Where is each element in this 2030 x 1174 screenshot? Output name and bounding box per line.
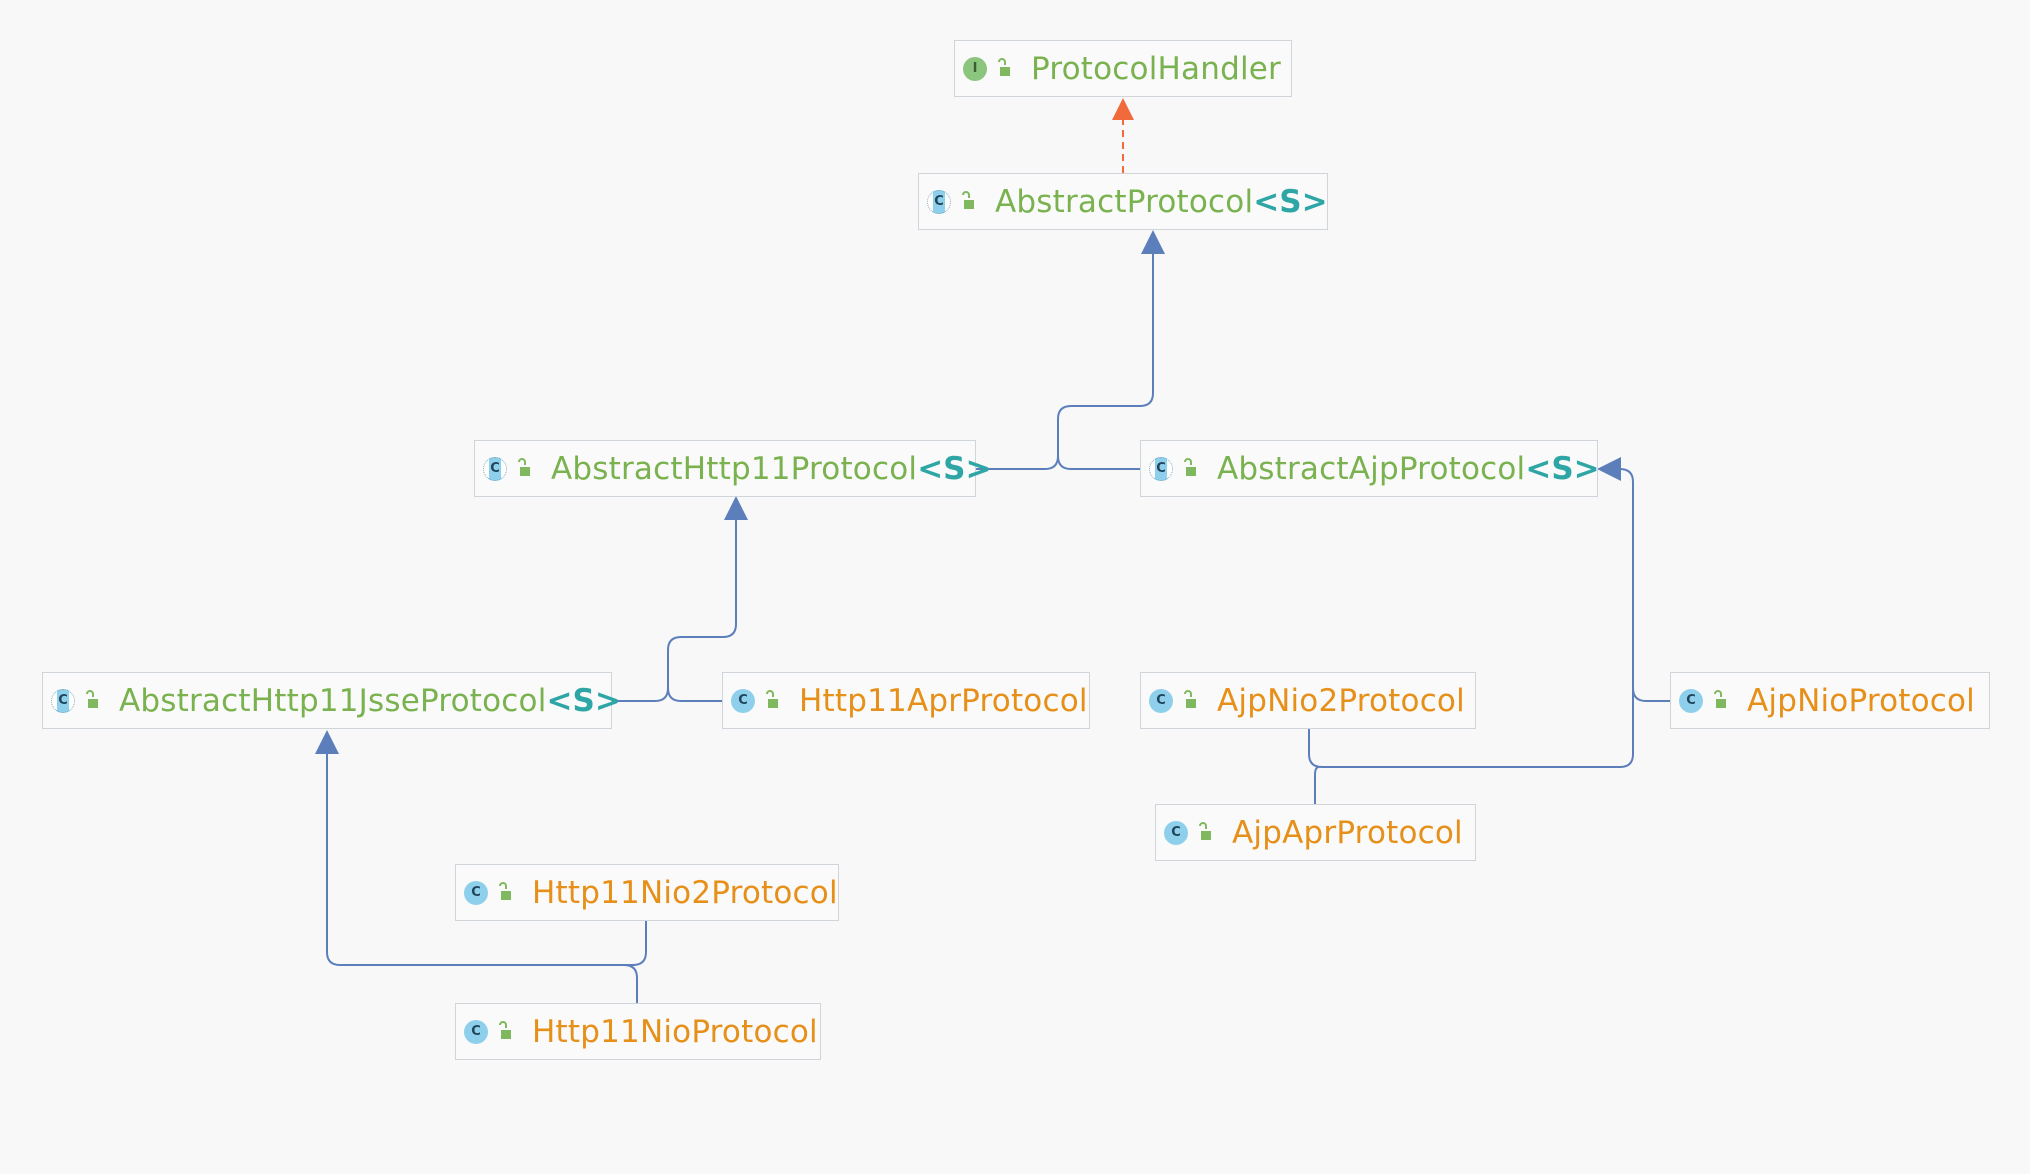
class-name: Http11Nio2Protocol: [532, 874, 838, 911]
public-lock-icon: [86, 689, 98, 708]
public-lock-icon: [766, 689, 778, 708]
implements-arrowhead: [1112, 98, 1134, 120]
node-ajp-nio-protocol[interactable]: C AjpNioProtocol: [1670, 672, 1990, 729]
interface-icon: I: [963, 56, 987, 81]
node-abstract-ajp-protocol[interactable]: C AbstractAjpProtocol<S>: [1140, 440, 1600, 497]
extends-arrowhead: [1141, 230, 1165, 254]
class-name: AbstractProtocol: [995, 183, 1254, 220]
node-http11-nio2-protocol[interactable]: C Http11Nio2Protocol: [455, 864, 839, 921]
node-http11-nio-protocol[interactable]: C Http11NioProtocol: [455, 1003, 821, 1060]
edge-jsse-and-apr-extends-abstracthttp11: [612, 518, 737, 702]
node-ajp-nio2-protocol[interactable]: C AjpNio2Protocol: [1140, 672, 1476, 729]
public-lock-icon: [1199, 821, 1211, 840]
public-lock-icon: [1184, 689, 1196, 708]
class-name: Http11AprProtocol: [799, 682, 1088, 719]
abstract-class-icon: C: [483, 456, 507, 481]
class-icon: C: [731, 688, 755, 713]
public-lock-icon: [1714, 689, 1726, 708]
node-abstract-http11-protocol[interactable]: C AbstractHttp11Protocol<S>: [474, 440, 991, 497]
public-lock-icon: [518, 457, 530, 476]
type-parameter: <S>: [917, 450, 992, 487]
node-protocol-handler[interactable]: I ProtocolHandler: [954, 40, 1292, 97]
class-name: ProtocolHandler: [1031, 50, 1281, 87]
public-lock-icon: [962, 190, 974, 209]
node-ajp-apr-protocol[interactable]: C AjpAprProtocol: [1155, 804, 1476, 861]
edge-nio-extends-abstracthttp11jsse: [326, 752, 647, 1005]
class-name: AbstractAjpProtocol: [1217, 450, 1526, 487]
class-name: AbstractHttp11Protocol: [551, 450, 918, 487]
public-lock-icon: [998, 57, 1010, 76]
extends-arrowhead: [1597, 457, 1621, 481]
class-name: Http11NioProtocol: [532, 1013, 818, 1050]
type-parameter: <S>: [1253, 183, 1328, 220]
public-lock-icon: [499, 881, 511, 900]
class-icon: C: [1149, 688, 1173, 713]
abstract-class-icon: C: [927, 189, 951, 214]
abstract-class-icon: C: [51, 688, 75, 713]
extends-arrowhead: [724, 496, 748, 520]
node-abstract-http11-jsse-protocol[interactable]: C AbstractHttp11JsseProtocol<S>: [42, 672, 621, 729]
class-name: AjpAprProtocol: [1232, 814, 1463, 851]
type-parameter: <S>: [1525, 450, 1600, 487]
abstract-class-icon: C: [1149, 456, 1173, 481]
extends-arrowhead: [315, 730, 339, 754]
type-parameter: <S>: [546, 682, 621, 719]
node-http11-apr-protocol[interactable]: C Http11AprProtocol: [722, 672, 1090, 729]
class-name: AbstractHttp11JsseProtocol: [119, 682, 547, 719]
class-name: AjpNioProtocol: [1747, 682, 1975, 719]
class-icon: C: [1164, 820, 1188, 845]
edge-http11-and-ajp-extends-abstractprotocol: [976, 252, 1154, 470]
class-icon: C: [464, 880, 488, 905]
public-lock-icon: [1184, 457, 1196, 476]
node-abstract-protocol[interactable]: C AbstractProtocol<S>: [918, 173, 1328, 230]
class-icon: C: [1679, 688, 1703, 713]
edge-ajp-impls-extends-abstractajp: [1308, 468, 1670, 806]
public-lock-icon: [499, 1020, 511, 1039]
class-name: AjpNio2Protocol: [1217, 682, 1465, 719]
class-icon: C: [464, 1019, 488, 1044]
